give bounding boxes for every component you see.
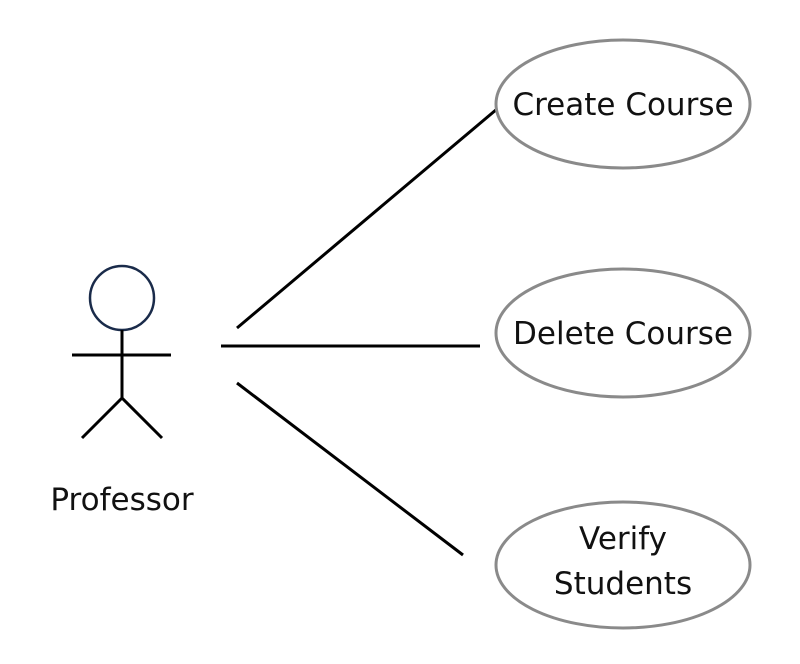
actor-label: Professor	[50, 482, 193, 518]
association-verify-students	[236, 381, 464, 557]
actor-right-leg	[120, 396, 164, 440]
usecase-ellipse	[494, 38, 752, 170]
association-create-course	[236, 107, 498, 330]
actor-head	[88, 264, 156, 332]
usecase-create-course[interactable]: Create Course	[494, 38, 752, 170]
usecase-label: Delete Course	[513, 316, 733, 352]
usecase-label: Create Course	[512, 87, 733, 123]
actor-professor[interactable]: Professor	[50, 264, 194, 518]
actor-left-leg	[80, 396, 124, 440]
usecase-ellipse	[494, 500, 752, 630]
usecase-ellipse	[494, 267, 752, 399]
usecase-verify-students[interactable]: Verify Students	[494, 500, 752, 630]
usecase-label-line-1: Verify	[579, 521, 667, 557]
usecase-delete-course[interactable]: Delete Course	[494, 267, 752, 399]
usecase-label-line-2: Students	[554, 566, 692, 602]
